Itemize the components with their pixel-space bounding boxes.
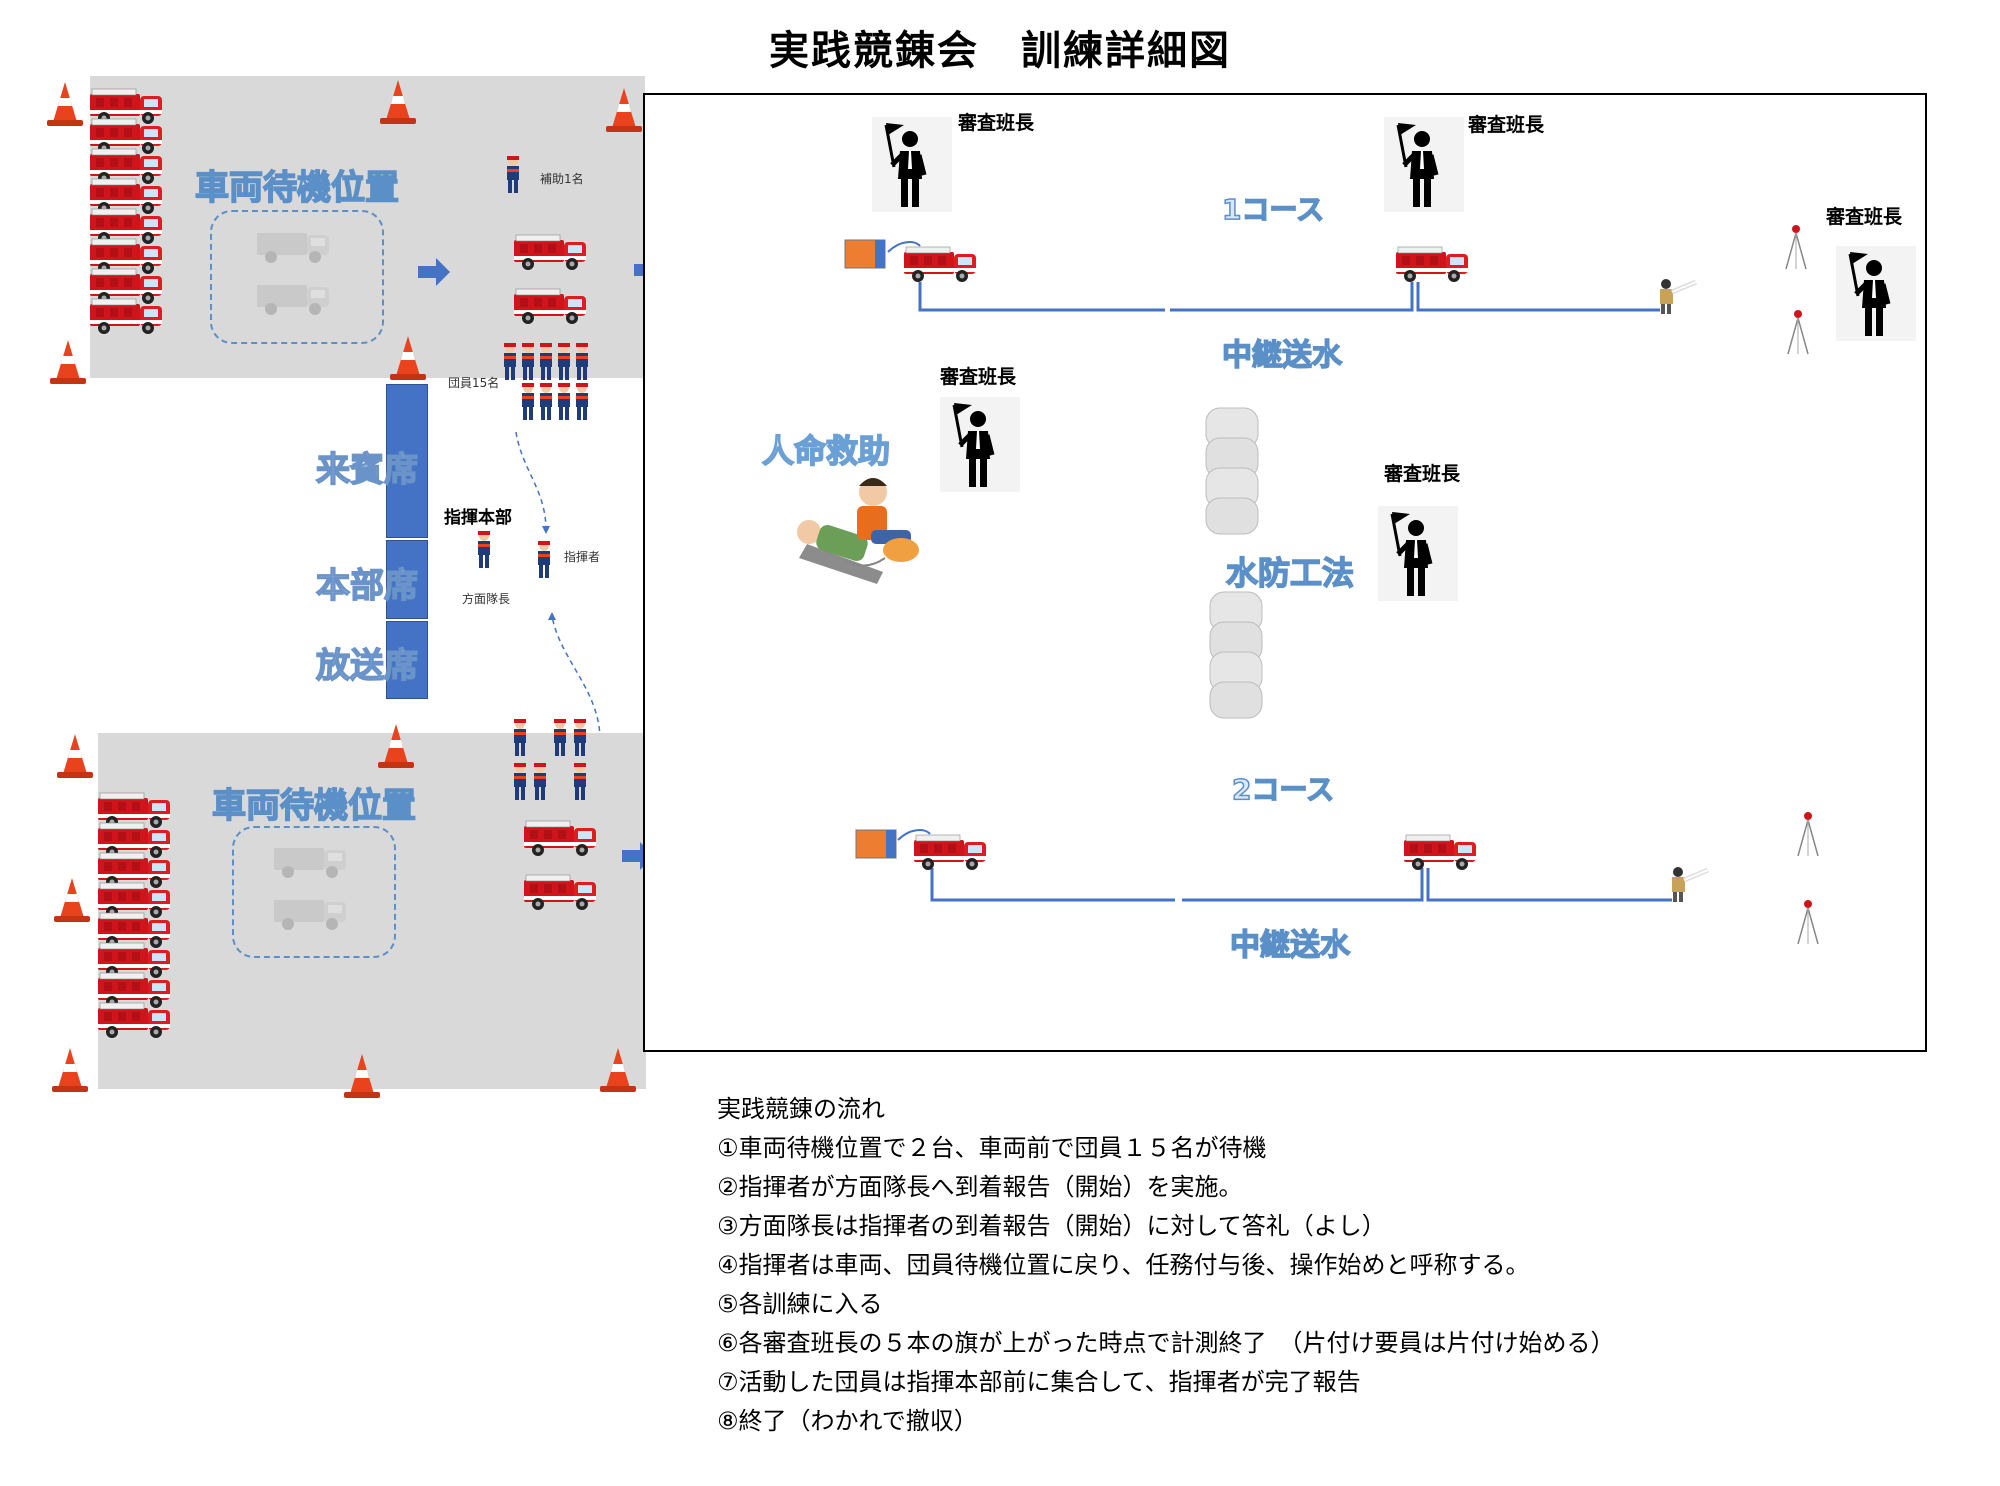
captain-label: 方面隊長 xyxy=(462,592,511,606)
seat-guest xyxy=(386,384,428,538)
commander-label: 指揮者 xyxy=(564,550,601,564)
waiting-area-bottom xyxy=(98,733,646,1089)
flow-step: ⑥各審査班長の５本の旗が上がった時点で計測終了 （片付け要員は片付け始める） xyxy=(717,1329,1615,1357)
waiting-area-top-label: 車両待機位置 xyxy=(194,167,400,209)
flow-step: ③方面隊長は指揮者の到着報告（開始）に対して答礼（よし） xyxy=(717,1212,1386,1240)
seat-broadcast-label: 放送席 xyxy=(315,645,418,686)
judge-label: 審査班長 xyxy=(1384,463,1461,485)
flow-step: ①車両待機位置で２台、車両前で団員１５名が待機 xyxy=(717,1134,1267,1162)
flow-step: ⑧終了（わかれで撤収） xyxy=(717,1407,978,1435)
flow-heading: 実践競錬の流れ xyxy=(717,1095,885,1123)
members-label: 団員15名 xyxy=(448,376,500,390)
judge-label: 審査班長 xyxy=(1826,206,1903,228)
judge-label: 審査班長 xyxy=(958,112,1035,134)
course2-label: 2コース xyxy=(1231,772,1335,807)
nozzle-operator-icon xyxy=(1664,866,1714,906)
flow-section: 実践競錬の流れ ①車両待機位置で２台、車両前で団員１５名が待機 ②指揮者が方面隊… xyxy=(717,1090,1615,1441)
flow-step: ②指揮者が方面隊長へ到着報告（開始）を実施。 xyxy=(717,1173,1243,1201)
judge-label: 審査班長 xyxy=(1468,114,1545,136)
seat-broadcast xyxy=(386,621,428,699)
seat-hq xyxy=(386,540,428,619)
parking-zone-top xyxy=(210,210,384,344)
course1-relay-label: 中継送水 xyxy=(1221,337,1343,374)
pump-icon xyxy=(855,829,897,859)
flood-label: 水防工法 xyxy=(1225,553,1355,593)
page-title: 実践競錬会 訓練詳細図 xyxy=(769,28,1231,74)
hq-label: 指揮本部 xyxy=(444,508,512,528)
course2-truck-2 xyxy=(1403,834,1477,871)
course2-truck-1 xyxy=(913,834,987,871)
judge-label: 審査班長 xyxy=(940,366,1017,388)
course2-relay-label: 中継送水 xyxy=(1229,927,1351,964)
course1-label: 1コース xyxy=(1221,192,1325,227)
assist-label: 補助1名 xyxy=(540,172,584,186)
seat-guest-label: 来賓席 xyxy=(315,449,418,490)
waiting-area-bottom-label: 車両待機位置 xyxy=(211,785,417,827)
flow-step: ⑤各訓練に入る xyxy=(717,1290,883,1318)
flow-step: ⑦活動した団員は指揮本部前に集合して、指揮者が完了報告 xyxy=(717,1368,1361,1396)
rescue-scene-icon xyxy=(797,478,919,584)
seat-hq-label: 本部席 xyxy=(315,565,418,606)
parking-zone-bottom xyxy=(232,826,396,958)
rescue-label: 人命救助 xyxy=(761,431,891,471)
flow-step: ④指揮者は車両、団員待機位置に戻り、任務付与後、操作始めと呼称する。 xyxy=(717,1251,1530,1279)
